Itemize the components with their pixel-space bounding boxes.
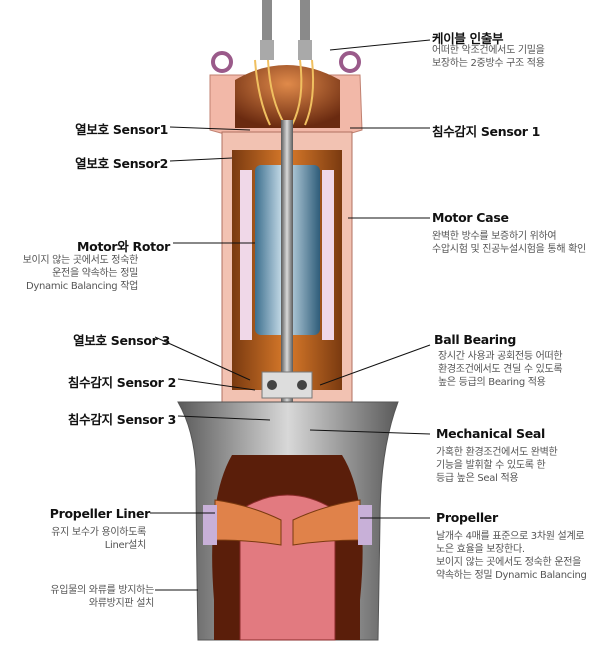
label-mechanical-seal: Mechanical Seal (436, 426, 546, 441)
lifting-eye-icon (339, 51, 361, 73)
propeller-icon (214, 499, 282, 546)
lifting-eye-icon (211, 51, 233, 73)
cable-icon (260, 0, 312, 60)
label-propeller-liner: Propeller Liner (49, 506, 151, 521)
label-leak-sensor-3: 침수감지 Sensor 3 (67, 412, 176, 427)
leader-lines (150, 39, 431, 591)
label-ball-bearing: Ball Bearing (434, 332, 517, 347)
label-motor-case: Motor Case (432, 210, 509, 225)
label-leak-sensor-2: 침수감지 Sensor 2 (67, 375, 176, 390)
label-motor-rotor: Motor와 Rotor (77, 239, 170, 254)
label-propeller: Propeller (436, 510, 498, 525)
label-thermal-sensor-3: 열보호 Sensor 3 (73, 333, 170, 348)
label-leak-sensor-1: 침수감지 Sensor 1 (432, 124, 541, 139)
label-thermal-sensor-1: 열보호 Sensor1 (75, 122, 168, 137)
label-thermal-sensor-2: 열보호 Sensor2 (75, 156, 168, 171)
label-cable-outlet: 케이블 인출부 (432, 31, 504, 46)
